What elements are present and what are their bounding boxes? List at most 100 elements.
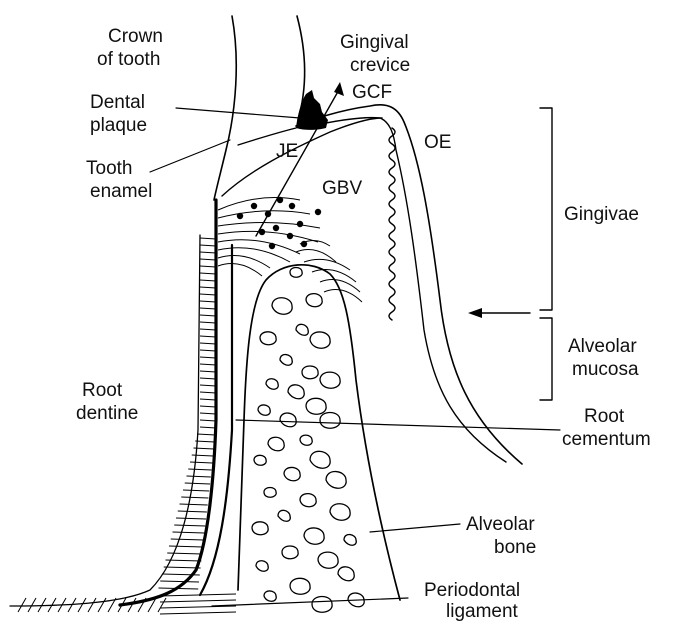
- blood-vessel-dot: [315, 209, 321, 215]
- dentine-tubule: [180, 504, 208, 505]
- dentine-tubule: [200, 294, 216, 295]
- dentine-tubule: [200, 420, 216, 421]
- dentine-tubule: [159, 588, 199, 589]
- blood-vessel-dot: [301, 241, 307, 247]
- dentine-tubule: [200, 343, 216, 344]
- bone-pore: [258, 405, 270, 415]
- leader-tooth-enamel: [150, 140, 230, 172]
- label-gcf: GCF: [352, 82, 392, 103]
- dentine-tubule: [200, 399, 216, 400]
- bone-pore: [282, 546, 298, 559]
- dentine-tubule: [197, 434, 216, 435]
- label-gbv: GBV: [322, 178, 362, 199]
- dentine-tubule: [164, 567, 201, 568]
- dentine-tubule: [188, 469, 211, 470]
- dentine-tubule: [200, 406, 216, 407]
- bone-pore: [330, 504, 350, 521]
- label-alveolar-mucosa: Alveolar mucosa: [568, 336, 642, 380]
- dentine-tubule: [192, 455, 213, 456]
- dentine-tubule: [200, 364, 216, 365]
- blood-vessel-dot: [259, 229, 265, 235]
- ligament-fibre: [18, 598, 26, 612]
- dentine-tubule: [200, 259, 216, 260]
- dentine-hatching: [159, 238, 217, 589]
- bone-pore: [252, 522, 268, 535]
- collagen-fibre: [218, 211, 310, 218]
- dentine-tubule: [200, 301, 216, 302]
- label-periodontal-ligament: Periodontal ligament: [424, 580, 525, 622]
- blood-vessel-dot: [277, 197, 283, 203]
- label-oe: OE: [424, 132, 451, 153]
- leader-dental-plaque: [176, 108, 300, 118]
- dentine-tubule: [200, 308, 216, 309]
- bone-pore: [284, 467, 300, 480]
- bone-pore: [338, 567, 354, 581]
- dentine-tubule: [171, 539, 204, 540]
- bone-pore: [278, 510, 290, 521]
- ligament-fibre: [78, 598, 86, 612]
- collagen-fibre: [218, 264, 262, 276]
- tooth-outline: [10, 16, 305, 606]
- gingivae-bracket: [540, 108, 552, 400]
- dentine-tubule: [200, 392, 216, 393]
- label-gingivae: Gingivae: [564, 204, 639, 225]
- label-je: JE: [276, 141, 298, 162]
- ligament-fibre: [88, 598, 96, 612]
- dental-plaque: [296, 90, 328, 130]
- bone-pore: [280, 413, 296, 427]
- dentine-tubule: [200, 357, 216, 358]
- ligament-fibre: [160, 600, 236, 602]
- dentine-tubule: [167, 553, 202, 554]
- label-root-cementum: Root cementum: [562, 406, 651, 450]
- bone-pore: [256, 561, 268, 572]
- dentine-tubule: [200, 322, 216, 323]
- bone-pore: [296, 324, 308, 335]
- blood-vessel-dot: [273, 225, 279, 231]
- blood-vessel-dot: [269, 243, 275, 249]
- dentine-tubule: [169, 546, 203, 547]
- dentine-tubule: [200, 350, 216, 351]
- bone-pore: [280, 355, 292, 366]
- blood-vessel-dot: [289, 203, 295, 209]
- ligament-fibre: [160, 612, 236, 614]
- bone-pore: [344, 535, 356, 546]
- dentine-tubule: [200, 245, 216, 246]
- bone-pore: [254, 455, 266, 465]
- mucogingival-junction-arrow: [468, 308, 530, 318]
- label-tooth-enamel: Tooth enamel: [86, 158, 152, 202]
- dentine-tubule: [195, 441, 215, 442]
- dentine-tubule: [200, 266, 216, 267]
- ligament-fibre: [158, 598, 166, 612]
- bone-pore: [264, 488, 276, 498]
- bone-pore: [300, 494, 316, 507]
- blood-vessel-dot: [265, 211, 271, 217]
- dentine-tubule: [185, 483, 210, 484]
- gingiva-outer-surface: [296, 105, 522, 464]
- bone-pore: [326, 472, 346, 489]
- bone-pore: [268, 437, 284, 451]
- dentine-tubule: [160, 581, 199, 582]
- dentine-tubule: [183, 490, 209, 491]
- oral-epithelium-rete-pegs: [389, 128, 395, 320]
- dentine-tubule: [200, 371, 216, 372]
- collagen-fibre: [218, 240, 300, 254]
- gingiva: [222, 105, 522, 464]
- blood-vessel-dot: [237, 213, 243, 219]
- dentine-tubule: [178, 511, 207, 512]
- dentine-tubule: [200, 413, 216, 414]
- bone-pore: [304, 528, 324, 544]
- bone-pore: [266, 379, 278, 390]
- label-gingival-crevice: Gingival crevice: [340, 32, 414, 76]
- dentine-tubule: [200, 329, 216, 330]
- dentine-tubule: [200, 385, 216, 386]
- bone-pore: [272, 298, 292, 315]
- dentine-tubule: [176, 518, 206, 519]
- label-crown-of-tooth: Crown of tooth: [97, 26, 168, 70]
- bone-pore: [320, 372, 340, 388]
- dentine-tubule: [200, 238, 216, 239]
- dentine-tubule: [187, 476, 211, 477]
- bone-pore: [312, 597, 332, 613]
- bone-pore: [306, 294, 322, 307]
